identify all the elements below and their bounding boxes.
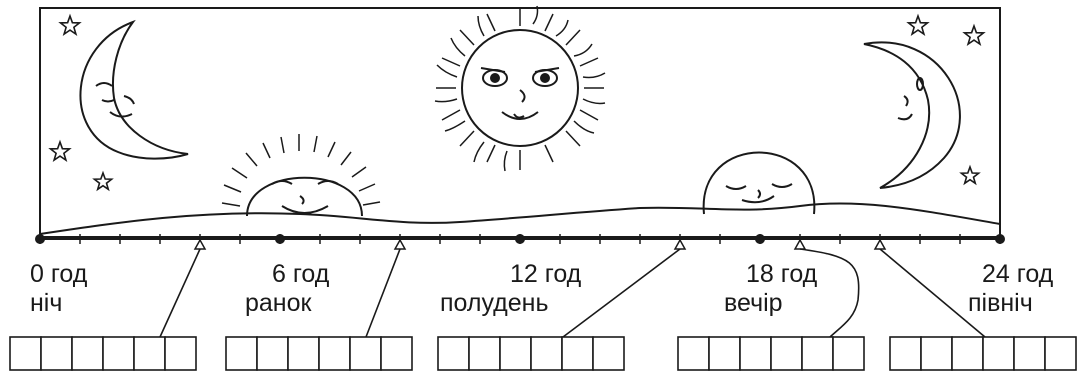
answer-cell[interactable] <box>1044 336 1077 371</box>
answer-cell[interactable] <box>256 336 289 371</box>
triangle-marker-icon <box>793 238 807 250</box>
answer-cell[interactable] <box>832 336 865 371</box>
answer-cell[interactable] <box>287 336 320 371</box>
sun-icon <box>434 5 606 172</box>
period-label-0: ніч <box>30 289 63 317</box>
answer-box[interactable] <box>889 336 1077 371</box>
answer-cell[interactable] <box>349 336 382 371</box>
answer-cell[interactable] <box>133 336 166 371</box>
answer-cell[interactable] <box>889 336 922 371</box>
hour-label-18: 18 год <box>746 260 818 288</box>
horizon-line <box>39 202 1001 235</box>
answer-markers <box>193 238 887 250</box>
answer-cell[interactable] <box>468 336 501 371</box>
rising-sun-icon <box>221 134 381 217</box>
answer-box[interactable] <box>437 336 625 371</box>
answer-box[interactable] <box>677 336 865 371</box>
setting-sun-icon <box>702 151 816 215</box>
answer-cell[interactable] <box>561 336 594 371</box>
moon-icon <box>79 19 189 160</box>
period-label-12: полудень <box>440 289 549 317</box>
timeline-major-points <box>35 234 1005 244</box>
answer-cell[interactable] <box>592 336 625 371</box>
period-label-18: вечір <box>724 289 783 317</box>
answer-cell[interactable] <box>102 336 135 371</box>
answer-cell[interactable] <box>9 336 42 371</box>
scene-frame <box>39 7 1001 238</box>
answer-cell[interactable] <box>40 336 73 371</box>
connector-line <box>879 248 986 338</box>
timeline-point <box>275 234 285 244</box>
timeline-point <box>995 234 1005 244</box>
connector-line <box>562 248 681 338</box>
connector-line <box>365 248 401 338</box>
answer-cell[interactable] <box>1013 336 1046 371</box>
timeline-point <box>35 234 45 244</box>
answer-cell[interactable] <box>499 336 532 371</box>
answer-cell[interactable] <box>920 336 953 371</box>
triangle-marker-icon <box>193 238 207 250</box>
timeline-point <box>755 234 765 244</box>
connector-line <box>159 248 201 338</box>
hour-label-0: 0 год <box>30 260 88 288</box>
triangle-marker-icon <box>673 238 687 250</box>
answer-cell[interactable] <box>982 336 1015 371</box>
answer-cell[interactable] <box>318 336 351 371</box>
period-label-24: північ <box>968 289 1033 317</box>
answer-cell[interactable] <box>770 336 803 371</box>
answer-cell[interactable] <box>225 336 258 371</box>
answer-cell[interactable] <box>739 336 772 371</box>
answer-cell[interactable] <box>530 336 563 371</box>
answer-box[interactable] <box>225 336 413 371</box>
answer-cell[interactable] <box>71 336 104 371</box>
answer-box[interactable] <box>9 336 197 371</box>
hour-label-24: 24 год <box>982 260 1054 288</box>
moon-icon <box>863 41 961 189</box>
answer-cell[interactable] <box>677 336 710 371</box>
hour-label-12: 12 год <box>510 260 582 288</box>
answer-cell[interactable] <box>951 336 984 371</box>
answer-cell[interactable] <box>801 336 834 371</box>
hour-label-6: 6 год <box>272 260 330 288</box>
answer-cell[interactable] <box>164 336 197 371</box>
answer-boxes <box>9 336 1077 371</box>
answer-connectors <box>159 248 986 338</box>
timeline-point <box>515 234 525 244</box>
answer-cell[interactable] <box>708 336 741 371</box>
connector-line <box>799 248 860 338</box>
star-icon <box>48 13 986 192</box>
answer-cell[interactable] <box>380 336 413 371</box>
triangle-marker-icon <box>393 238 407 250</box>
period-label-6: ранок <box>245 289 312 317</box>
answer-cell[interactable] <box>437 336 470 371</box>
triangle-marker-icon <box>873 238 887 250</box>
